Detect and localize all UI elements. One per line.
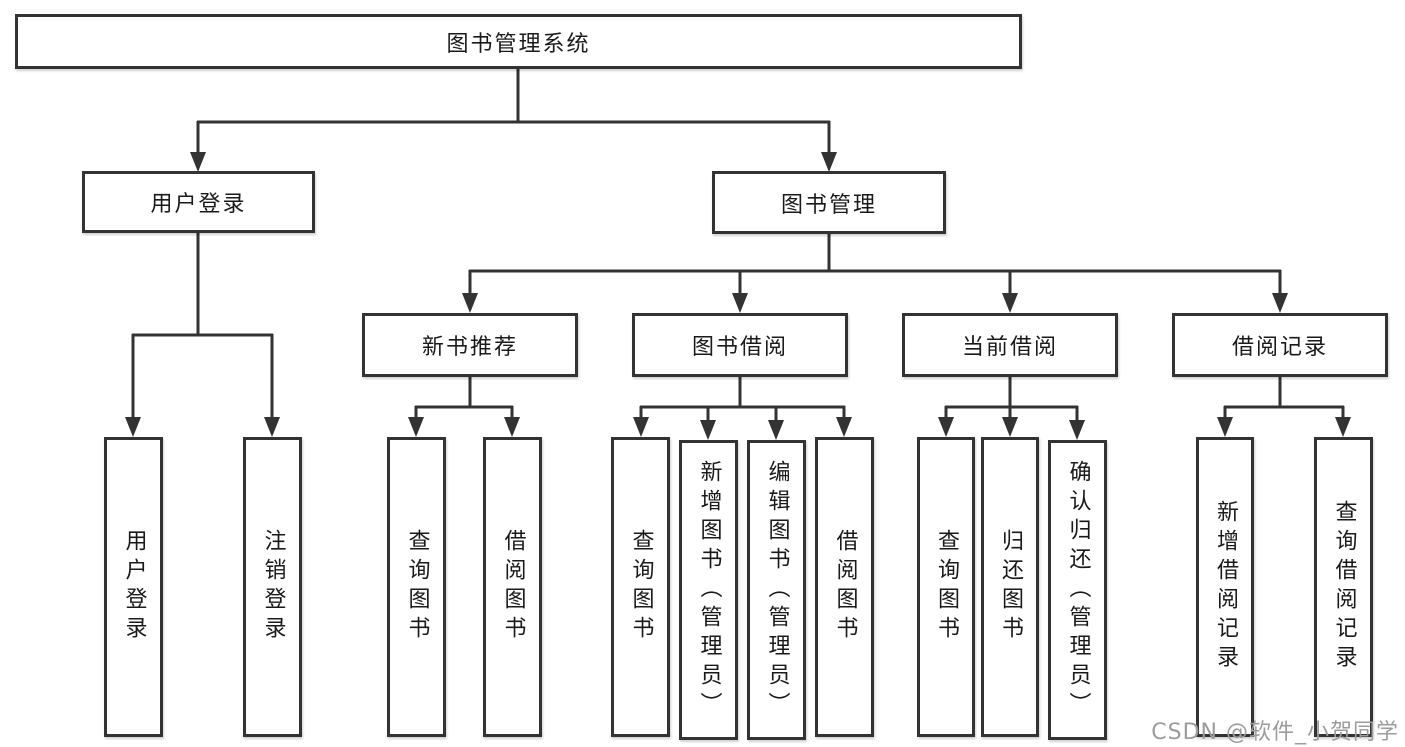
leaf-add-books-admin: 新增图书（管理员） bbox=[679, 440, 738, 740]
csdn-watermark: CSDN @软件_小贺同学 bbox=[1151, 720, 1399, 745]
node-borrowing-records: 借阅记录 bbox=[1172, 313, 1388, 377]
leaf-query-borrow-record: 查询借阅记录 bbox=[1314, 437, 1373, 737]
node-user-login: 用户登录 bbox=[82, 171, 315, 233]
connector-lines bbox=[131, 68, 1345, 422]
node-library-management-system: 图书管理系统 bbox=[15, 14, 1022, 69]
leaf-query-books-new: 查询图书 bbox=[387, 437, 446, 737]
node-current-borrowing: 当前借阅 bbox=[902, 313, 1118, 377]
leaf-borrow-books: 借阅图书 bbox=[815, 437, 874, 737]
node-new-book-recommend: 新书推荐 bbox=[362, 313, 578, 377]
leaf-edit-books-admin: 编辑图书（管理员） bbox=[747, 440, 806, 740]
leaf-logout: 注销登录 bbox=[243, 437, 302, 737]
leaf-confirm-return-admin: 确认归还（管理员） bbox=[1048, 440, 1107, 740]
arrowhead-icons bbox=[125, 152, 1351, 440]
leaf-query-books-borrow: 查询图书 bbox=[611, 437, 670, 737]
leaf-query-books-current: 查询图书 bbox=[917, 437, 975, 737]
leaf-add-borrow-record: 新增借阅记录 bbox=[1196, 437, 1254, 737]
node-book-management: 图书管理 bbox=[712, 171, 946, 234]
leaf-borrow-books-new: 借阅图书 bbox=[483, 437, 542, 737]
leaf-user-login: 用户登录 bbox=[104, 437, 163, 737]
leaf-return-books: 归还图书 bbox=[981, 437, 1039, 737]
node-book-borrowing: 图书借阅 bbox=[632, 313, 848, 377]
